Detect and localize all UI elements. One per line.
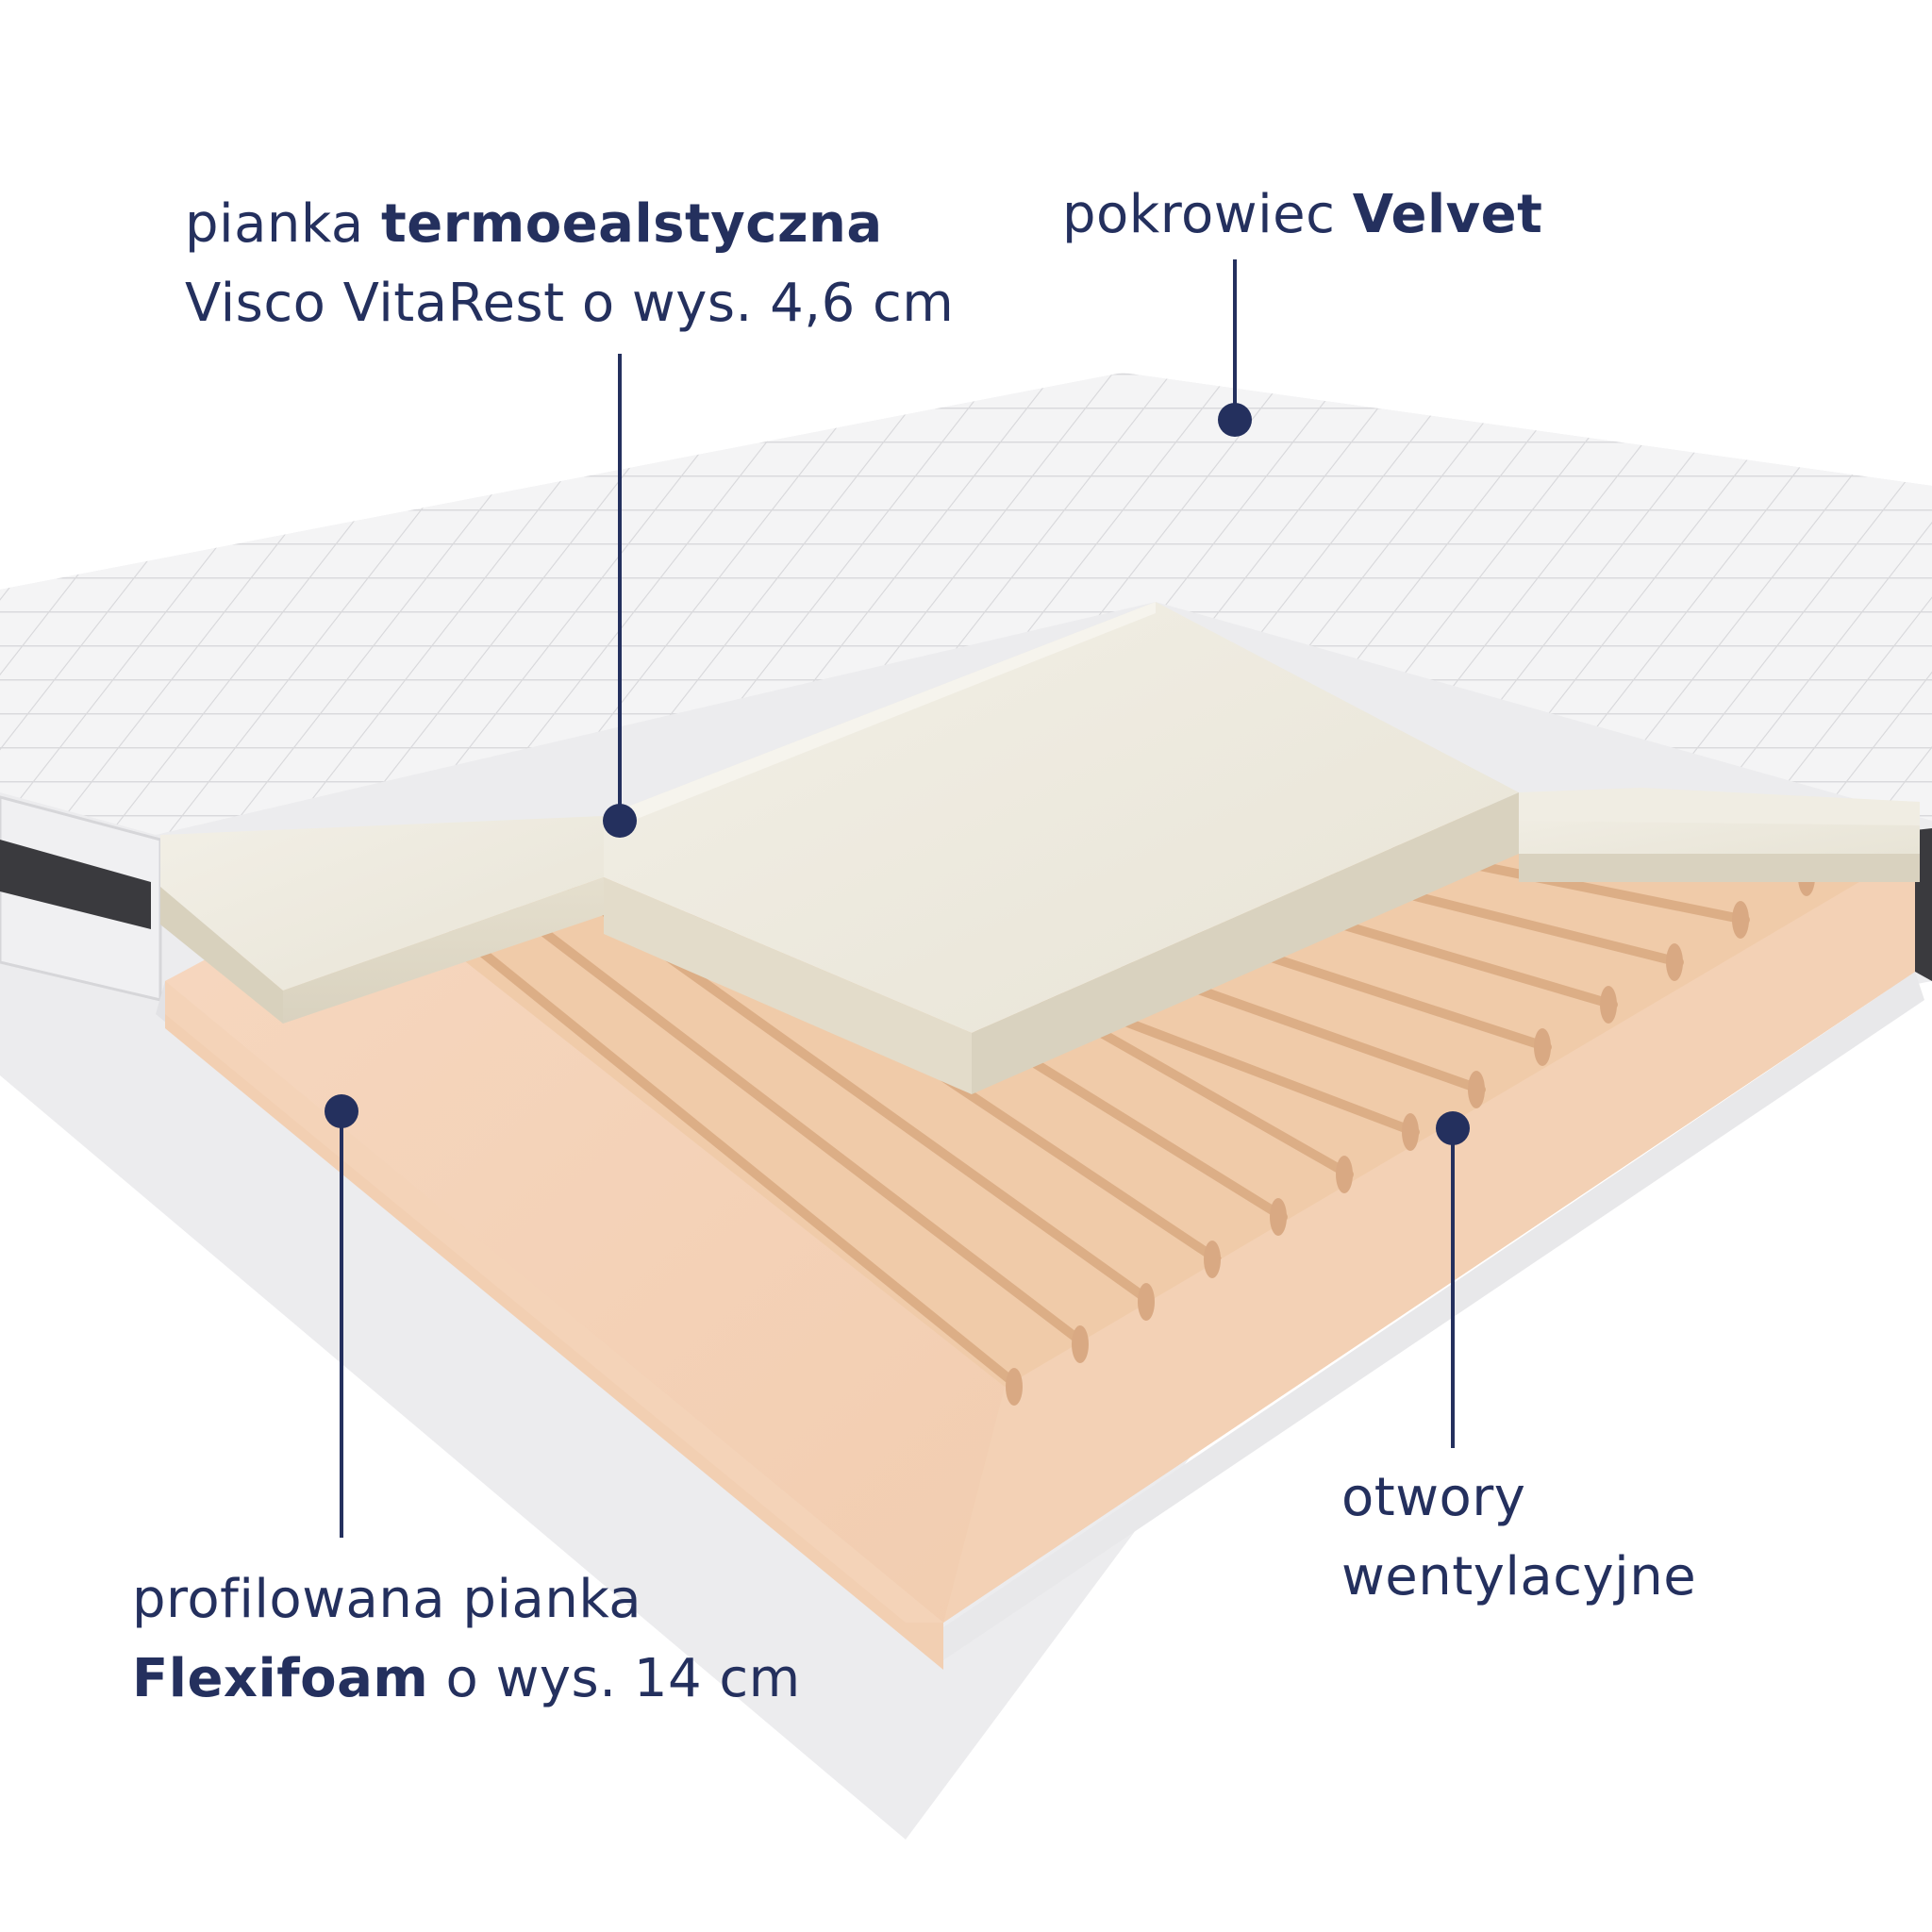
label-base-foam-bold: Flexifoam	[132, 1648, 429, 1709]
label-vents: otwory wentylacyjne	[1341, 1458, 1696, 1617]
callouts	[325, 259, 1470, 1538]
callout-dot-cover	[1218, 403, 1252, 437]
label-top-foam-prefix: pianka	[185, 193, 381, 255]
callout-dot-top-layer	[603, 804, 637, 838]
label-vents-line2: wentylacyjne	[1341, 1546, 1697, 1607]
top-foam-layer	[160, 602, 1920, 1094]
label-top-foam-bold: termoealstyczna	[380, 193, 883, 255]
label-cover-prefix: pokrowiec	[1062, 184, 1353, 245]
label-top-foam-line2: Visco VitaRest o wys. 4,6 cm	[185, 273, 955, 334]
label-top-foam: pianka termoealstyczna Visco VitaRest o …	[185, 185, 954, 343]
label-vents-line1: otwory	[1341, 1467, 1526, 1528]
callout-dot-base	[325, 1094, 358, 1128]
label-cover: pokrowiec Velvet	[1062, 175, 1542, 255]
label-cover-bold: Velvet	[1352, 184, 1543, 245]
label-base-foam-line1: profilowana pianka	[132, 1569, 642, 1630]
label-base-foam: profilowana pianka Flexifoam o wys. 14 c…	[132, 1560, 801, 1719]
label-base-foam-suffix: o wys. 14 cm	[428, 1648, 801, 1709]
callout-dot-vents	[1436, 1111, 1470, 1145]
side-band	[0, 840, 151, 929]
